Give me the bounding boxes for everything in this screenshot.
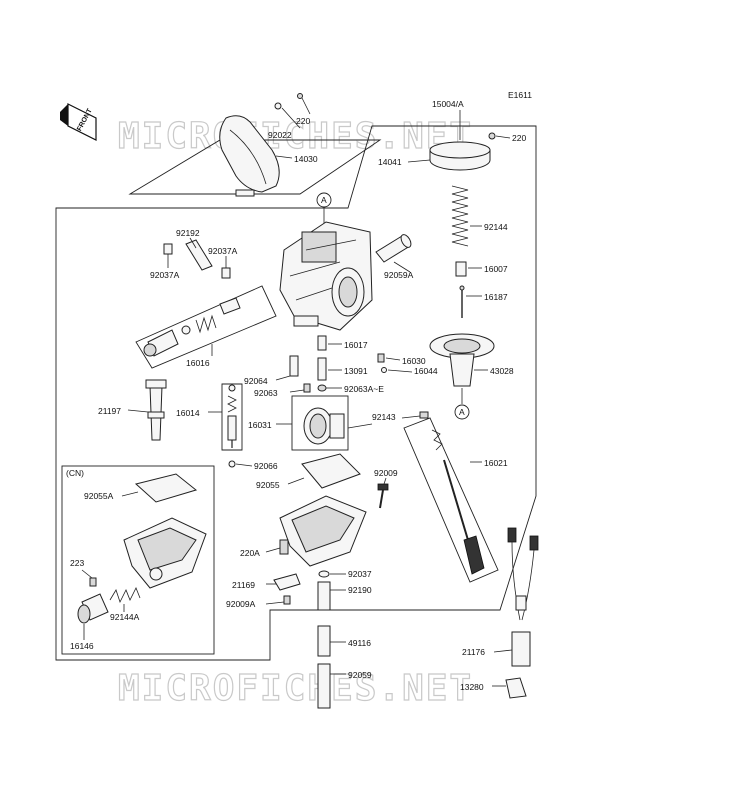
- label-92063: 92063: [254, 388, 278, 398]
- label-13280: 13280: [460, 682, 484, 692]
- jet-13091: [317, 357, 327, 381]
- throttle-stop-16021: [403, 417, 499, 583]
- label-21197: 21197: [98, 406, 121, 416]
- sensor-harness-21176: [507, 527, 539, 667]
- spring-92144a: [109, 587, 141, 604]
- label-92190: 92190: [348, 585, 372, 595]
- label-16007: 16007: [484, 264, 508, 274]
- label-92037a-right: 92037A: [208, 246, 238, 256]
- screw-92064: [289, 355, 299, 377]
- label-21169: 21169: [232, 580, 255, 590]
- label-43028: 43028: [490, 366, 514, 376]
- watermark-bottom: MICROFICHES.NET: [118, 668, 473, 709]
- float-bowl-cn: [123, 517, 207, 589]
- label-92022: 92022: [268, 130, 292, 140]
- screw-16030: [377, 353, 385, 363]
- label-92144: 92144: [484, 222, 508, 232]
- label-16044: 16044: [414, 366, 438, 376]
- clip-92143: [419, 411, 429, 419]
- callout-a-upper-text: A: [321, 195, 327, 205]
- label-92064: 92064: [244, 376, 268, 386]
- label-16187: 16187: [484, 292, 508, 302]
- sleeve-16031: [303, 407, 345, 445]
- washer-92063: [303, 383, 311, 393]
- label-16031: 16031: [248, 420, 272, 430]
- retainer-16007: [455, 261, 467, 277]
- float-bowl: [279, 495, 367, 567]
- spring-92144: [451, 185, 469, 247]
- subassembly-16031-box: [291, 395, 349, 451]
- label-13091: 13091: [344, 366, 368, 376]
- pipe-92059a: [375, 234, 412, 263]
- label-92009: 92009: [374, 468, 398, 478]
- top-cap-14041: [429, 132, 496, 171]
- label-92063a-e: 92063A~E: [344, 384, 384, 394]
- starter-plunger-16016: [135, 285, 277, 369]
- label-92055: 92055: [256, 480, 280, 490]
- label-92059: 92059: [348, 670, 372, 680]
- clip-92037a-left: [163, 243, 173, 255]
- label-92059a: 92059A: [384, 270, 414, 280]
- label-92066: 92066: [254, 461, 278, 471]
- carburetor-body: [279, 221, 373, 331]
- label-92037: 92037: [348, 569, 372, 579]
- clip-92037a-right: [221, 267, 231, 279]
- label-220-top: 220: [296, 116, 310, 126]
- bracket-21169: [273, 573, 301, 591]
- label-16021: 16021: [484, 458, 508, 468]
- callout-a-lower: [454, 404, 470, 420]
- bracket-13280: [505, 677, 527, 699]
- diagram-code: E1611: [508, 90, 532, 100]
- label-16146: 16146: [70, 641, 94, 651]
- label-16030: 16030: [402, 356, 426, 366]
- cn-variant-box: [61, 465, 215, 655]
- label-49116: 49116: [348, 638, 371, 648]
- fitting-21197: [145, 379, 167, 441]
- main-assembly-frame: [55, 125, 537, 661]
- valve-16146: [77, 593, 109, 624]
- clamp-92037: [318, 570, 330, 578]
- label-92144a: 92144A: [110, 612, 140, 622]
- label-223: 223: [70, 558, 84, 568]
- label-15004a: 15004/A: [432, 99, 464, 109]
- diaphragm-43028: [429, 333, 495, 387]
- label-92009a: 92009A: [226, 599, 256, 609]
- screw-223: [89, 577, 97, 587]
- strap-14030: [219, 93, 303, 197]
- screw-92009: [377, 483, 389, 509]
- gasket-92055: [301, 453, 361, 489]
- spring-16044: [381, 367, 387, 373]
- screw-16017: [317, 335, 327, 351]
- label-92055a: 92055A: [84, 491, 114, 501]
- screw-92009a: [283, 595, 291, 605]
- pipe-92192: [185, 239, 213, 271]
- label-16017: 16017: [344, 340, 368, 350]
- label-220-cap: 220: [512, 133, 526, 143]
- label-92143: 92143: [372, 412, 396, 422]
- gasket-92055a: [134, 473, 198, 503]
- hose-92059: [317, 663, 331, 709]
- label-92192: 92192: [176, 228, 200, 238]
- label-220a: 220A: [240, 548, 260, 558]
- label-14041: 14041: [378, 157, 402, 167]
- oring-92066: [228, 460, 236, 468]
- label-16014: 16014: [176, 408, 200, 418]
- pipe-49116: [317, 625, 331, 657]
- callout-a-lower-text: A: [459, 407, 465, 417]
- hose-92190: [317, 581, 331, 611]
- oring-92063a-e: [317, 384, 327, 392]
- front-arrow-icon: FRONT: [60, 103, 97, 141]
- label-92037a-left: 92037A: [150, 270, 180, 280]
- label-14030: 14030: [294, 154, 318, 164]
- label-21176: 21176: [462, 647, 485, 657]
- cn-variant-label: (CN): [66, 468, 84, 478]
- pilot-screw-16014: [221, 383, 243, 451]
- label-16016: 16016: [186, 358, 210, 368]
